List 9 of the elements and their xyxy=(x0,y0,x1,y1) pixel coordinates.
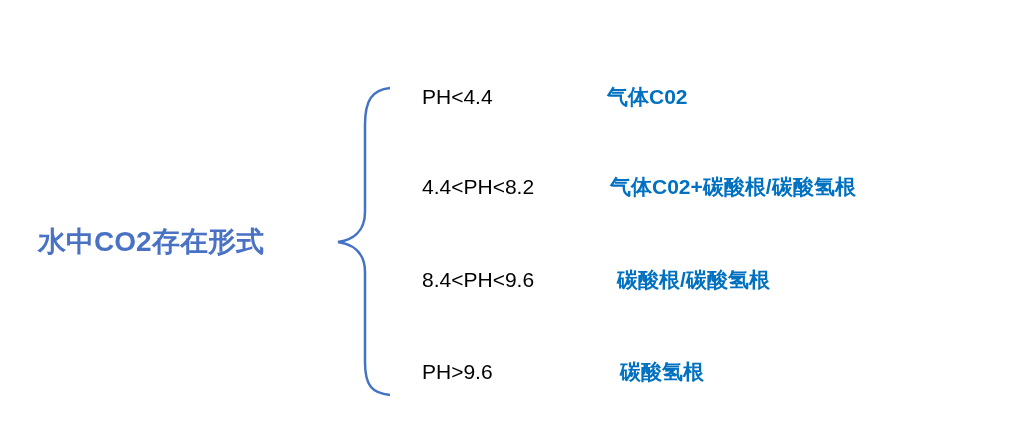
co2-form-text: 碳酸氢根 xyxy=(620,359,704,385)
heading-text: 水中CO2存在形式 xyxy=(38,225,264,259)
ph-range-text: 4.4<PH<8.2 xyxy=(422,174,535,200)
co2-form-text: 碳酸根/碳酸氢根 xyxy=(617,267,770,293)
ph-range-text: PH<4.4 xyxy=(422,84,493,110)
co2-form-text: 气体C02 xyxy=(607,84,688,110)
co2-form-text: 气体C02+碳酸根/碳酸氢根 xyxy=(610,174,856,200)
ph-range-text: PH>9.6 xyxy=(422,359,493,385)
ph-range-text: 8.4<PH<9.6 xyxy=(422,267,535,293)
